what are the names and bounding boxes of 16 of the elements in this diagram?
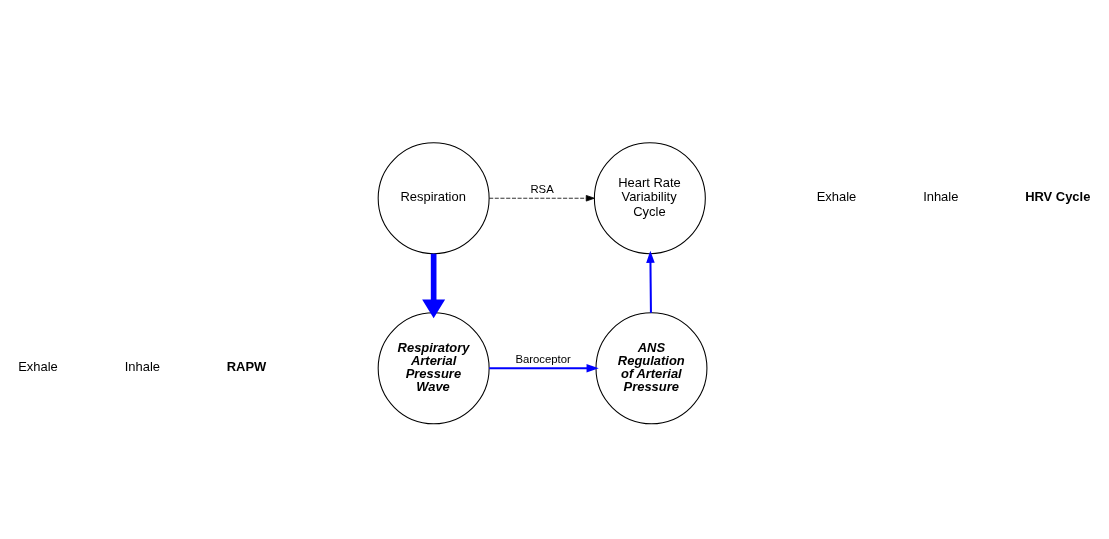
node-circle: ANS Regulation of Arterial Pressure: [595, 311, 708, 424]
label: Exhale: [18, 358, 58, 374]
node-circle: Heart Rate Variability Cycle: [593, 141, 706, 254]
arrow: [489, 363, 599, 373]
arrow: [646, 250, 655, 313]
label: HRV Cycle: [1025, 188, 1091, 204]
node-circle: Respiratory Arterial Pressure Wave: [377, 311, 490, 424]
label: Exhale: [816, 188, 857, 204]
arrow: [422, 253, 446, 318]
edge-label: RSA: [530, 182, 554, 195]
edge-label: Baroceptor: [515, 352, 571, 365]
label: Inhale: [923, 188, 959, 204]
arrow: [488, 194, 595, 201]
label: RAPW: [226, 358, 267, 374]
node-circle: Respiration: [377, 141, 490, 254]
label: Inhale: [124, 358, 160, 374]
